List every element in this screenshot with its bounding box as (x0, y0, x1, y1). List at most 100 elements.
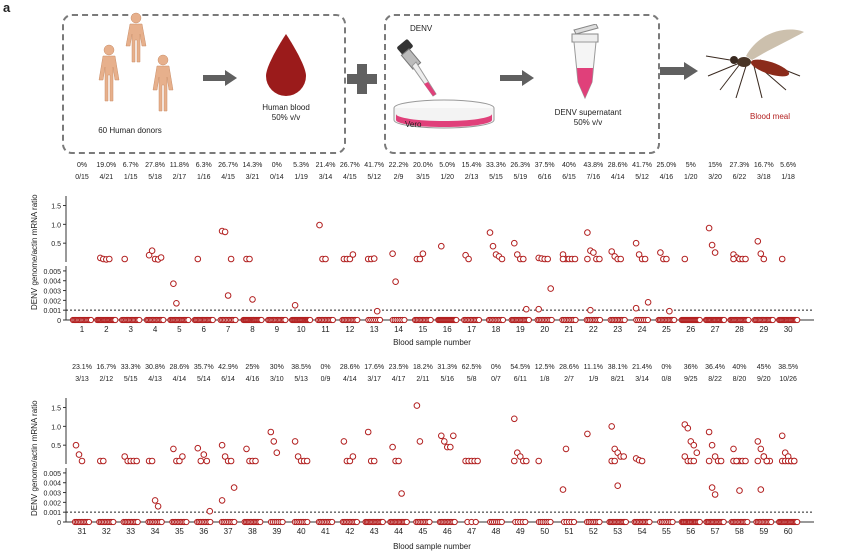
x-tick-label: 15 (418, 325, 428, 334)
data-point (148, 247, 156, 254)
percent-positive-label: 26.3% (510, 162, 531, 169)
data-point (316, 221, 323, 229)
data-point (559, 486, 567, 493)
x-tick-label: 56 (686, 527, 696, 536)
data-point (270, 438, 278, 445)
percent-positive-label: 30% (269, 364, 284, 371)
data-point (230, 484, 238, 491)
negative-point (231, 518, 238, 526)
data-point (733, 457, 740, 465)
percent-positive-label: 27.8% (145, 162, 165, 169)
negative-point (621, 316, 628, 324)
x-tick-label: 54 (637, 527, 647, 536)
data-point (584, 255, 591, 263)
percent-positive-label: 23.1% (72, 364, 92, 371)
percent-positive-label: 33.3% (120, 364, 141, 371)
x-tick-label: 57 (710, 527, 720, 536)
x-tick-label: 28 (734, 325, 744, 334)
percent-positive-label: 40% (732, 364, 747, 371)
y-tick-label: 0.005 (43, 269, 61, 276)
data-point (760, 453, 768, 460)
fraction-positive-label: 3/14 (635, 376, 649, 383)
fraction-positive-label: 3/14 (318, 174, 333, 181)
negative-point (379, 518, 386, 526)
fraction-positive-label: 0/15 (75, 174, 89, 181)
fraction-positive-label: 4/14 (610, 174, 625, 181)
data-point (571, 255, 579, 263)
negative-point (160, 316, 167, 324)
x-tick-label: 18 (491, 325, 501, 334)
negative-point (134, 518, 141, 526)
fraction-positive-label: 3/17 (367, 376, 381, 383)
data-point (218, 441, 226, 449)
x-tick-label: 23 (613, 325, 623, 334)
data-point (438, 242, 445, 250)
percent-positive-label: 28.6% (607, 162, 628, 169)
negative-point (307, 316, 314, 324)
data-point (644, 299, 652, 306)
percent-positive-label: 25.0% (656, 162, 677, 169)
fraction-positive-label: 4/16 (659, 174, 674, 181)
data-point (221, 453, 229, 460)
data-point (227, 255, 235, 263)
data-point (221, 228, 229, 236)
fraction-positive-label: 3/10 (269, 376, 284, 383)
data-point (517, 453, 524, 460)
x-tick-label: 3 (128, 325, 133, 334)
data-point (72, 441, 80, 449)
percent-positive-label: 14.3% (242, 162, 263, 169)
data-point (194, 255, 202, 263)
fraction-positive-label: 0/14 (269, 174, 284, 181)
negative-point (87, 316, 95, 324)
fraction-positive-label: 0/7 (491, 376, 501, 383)
percent-positive-label: 21.4% (315, 162, 336, 169)
fraction-positive-label: 1/15 (123, 174, 138, 181)
fraction-positive-label: 9/25 (683, 376, 698, 383)
fraction-positive-label: 0/8 (661, 376, 672, 383)
negative-point (498, 518, 505, 526)
negative-point (183, 518, 190, 526)
percent-positive-label: 5% (685, 162, 696, 169)
percent-positive-label: 0% (320, 364, 331, 371)
human-donors-icon (98, 12, 174, 112)
data-point (194, 444, 202, 452)
x-tick-label: 16 (442, 325, 452, 334)
data-point (294, 453, 302, 460)
chart-samples-1-30: 0%19.0%6.7%27.8%11.8%6.3%26.7%14.3%0%5.3… (0, 160, 844, 348)
fraction-positive-label: 1/20 (683, 174, 698, 181)
x-tick-label: 7 (225, 325, 231, 334)
x-tick-label: 52 (588, 527, 598, 536)
negative-point (596, 316, 604, 324)
data-point (584, 430, 591, 438)
negative-point (453, 316, 460, 324)
data-point (370, 457, 378, 465)
negative-point (671, 316, 678, 324)
percent-positive-label: 36% (683, 364, 698, 371)
vero-dish-icon (393, 99, 495, 129)
x-tick-label: 37 (223, 527, 233, 536)
data-point (389, 250, 396, 257)
data-point (416, 438, 424, 445)
percent-positive-label: 0% (490, 364, 501, 371)
negative-point (85, 518, 93, 526)
data-point (778, 255, 786, 263)
data-point (742, 255, 749, 263)
negative-point (304, 518, 311, 526)
tube-icon (571, 24, 599, 100)
data-point (346, 457, 354, 465)
y-tick-label: 0.004 (43, 481, 61, 488)
data-point (173, 300, 180, 307)
data-point (364, 428, 372, 436)
negative-point (794, 316, 801, 324)
data-point (252, 457, 259, 465)
x-tick-label: 46 (442, 527, 452, 536)
data-point (587, 306, 594, 314)
fraction-positive-label: 1/9 (588, 376, 599, 383)
data-point (711, 249, 719, 256)
x-tick-label: 36 (199, 527, 209, 536)
donors-label: 60 Human donors (98, 126, 162, 135)
x-tick-label: 51 (564, 527, 574, 536)
data-point (754, 457, 762, 465)
percent-positive-label: 25% (245, 364, 260, 371)
data-point (632, 304, 640, 312)
